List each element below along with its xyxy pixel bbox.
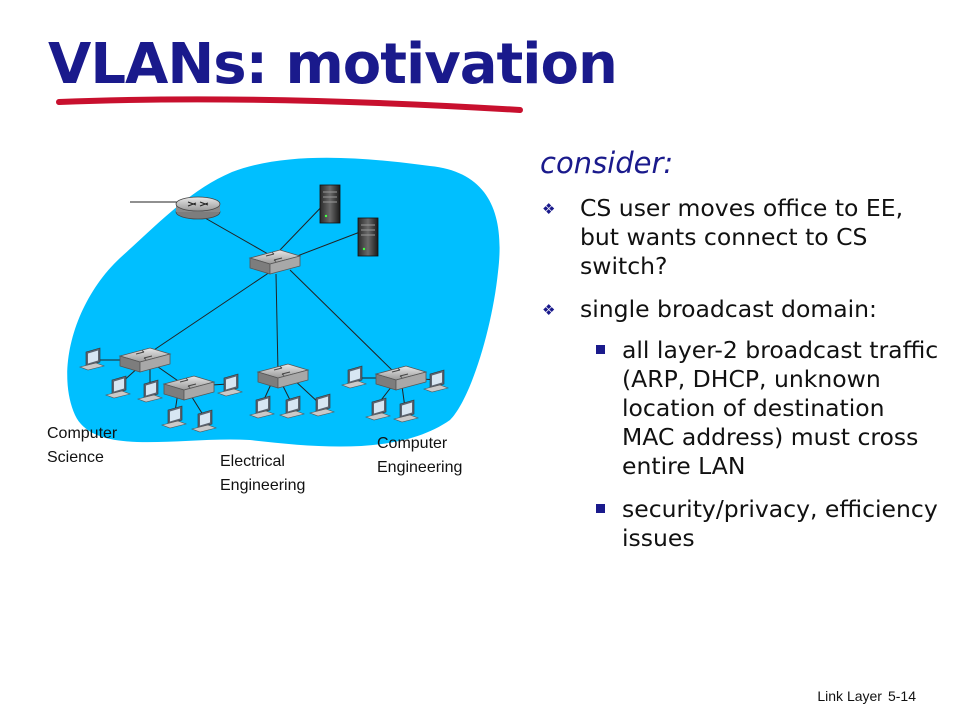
electrical-engineering-label: Electrical Engineering <box>220 450 305 498</box>
slide-footer: Link Layer 5-14 <box>811 688 916 704</box>
bullet-item: ❖ single broadcast domain: all layer-2 b… <box>540 295 940 553</box>
computer-science-label: Computer Science <box>47 422 117 470</box>
bullet-text: single broadcast domain: <box>580 295 877 323</box>
bullet-text: CS user moves office to EE, but wants co… <box>580 194 903 280</box>
sub-bullet-text: security/privacy, efficiency issues <box>622 495 938 552</box>
square-bullet-icon <box>596 504 605 513</box>
computer-engineering-label: Computer Engineering <box>377 432 462 480</box>
bullet-list: ❖ CS user moves office to EE, but wants … <box>540 194 940 553</box>
square-bullet-icon <box>596 345 605 354</box>
server-icon <box>358 218 378 256</box>
sub-bullet-item: all layer-2 broadcast traffic (ARP, DHCP… <box>580 336 940 481</box>
diamond-bullet-icon: ❖ <box>542 296 555 325</box>
sub-bullet-text: all layer-2 broadcast traffic (ARP, DHCP… <box>622 336 938 480</box>
footer-label: Link Layer <box>817 688 882 704</box>
server-icon <box>320 185 340 223</box>
router-icon <box>176 197 220 219</box>
consider-heading: consider: <box>540 146 940 180</box>
title-underline <box>55 88 525 118</box>
page-number: 5-14 <box>888 688 916 704</box>
slide-content: consider: ❖ CS user moves office to EE, … <box>540 146 940 567</box>
sub-bullet-list: all layer-2 broadcast traffic (ARP, DHCP… <box>580 336 940 553</box>
slide-title: VLANs: motivation <box>48 34 617 96</box>
network-blob <box>67 158 499 447</box>
diamond-bullet-icon: ❖ <box>542 195 555 224</box>
bullet-item: ❖ CS user moves office to EE, but wants … <box>540 194 940 281</box>
sub-bullet-item: security/privacy, efficiency issues <box>580 495 940 553</box>
